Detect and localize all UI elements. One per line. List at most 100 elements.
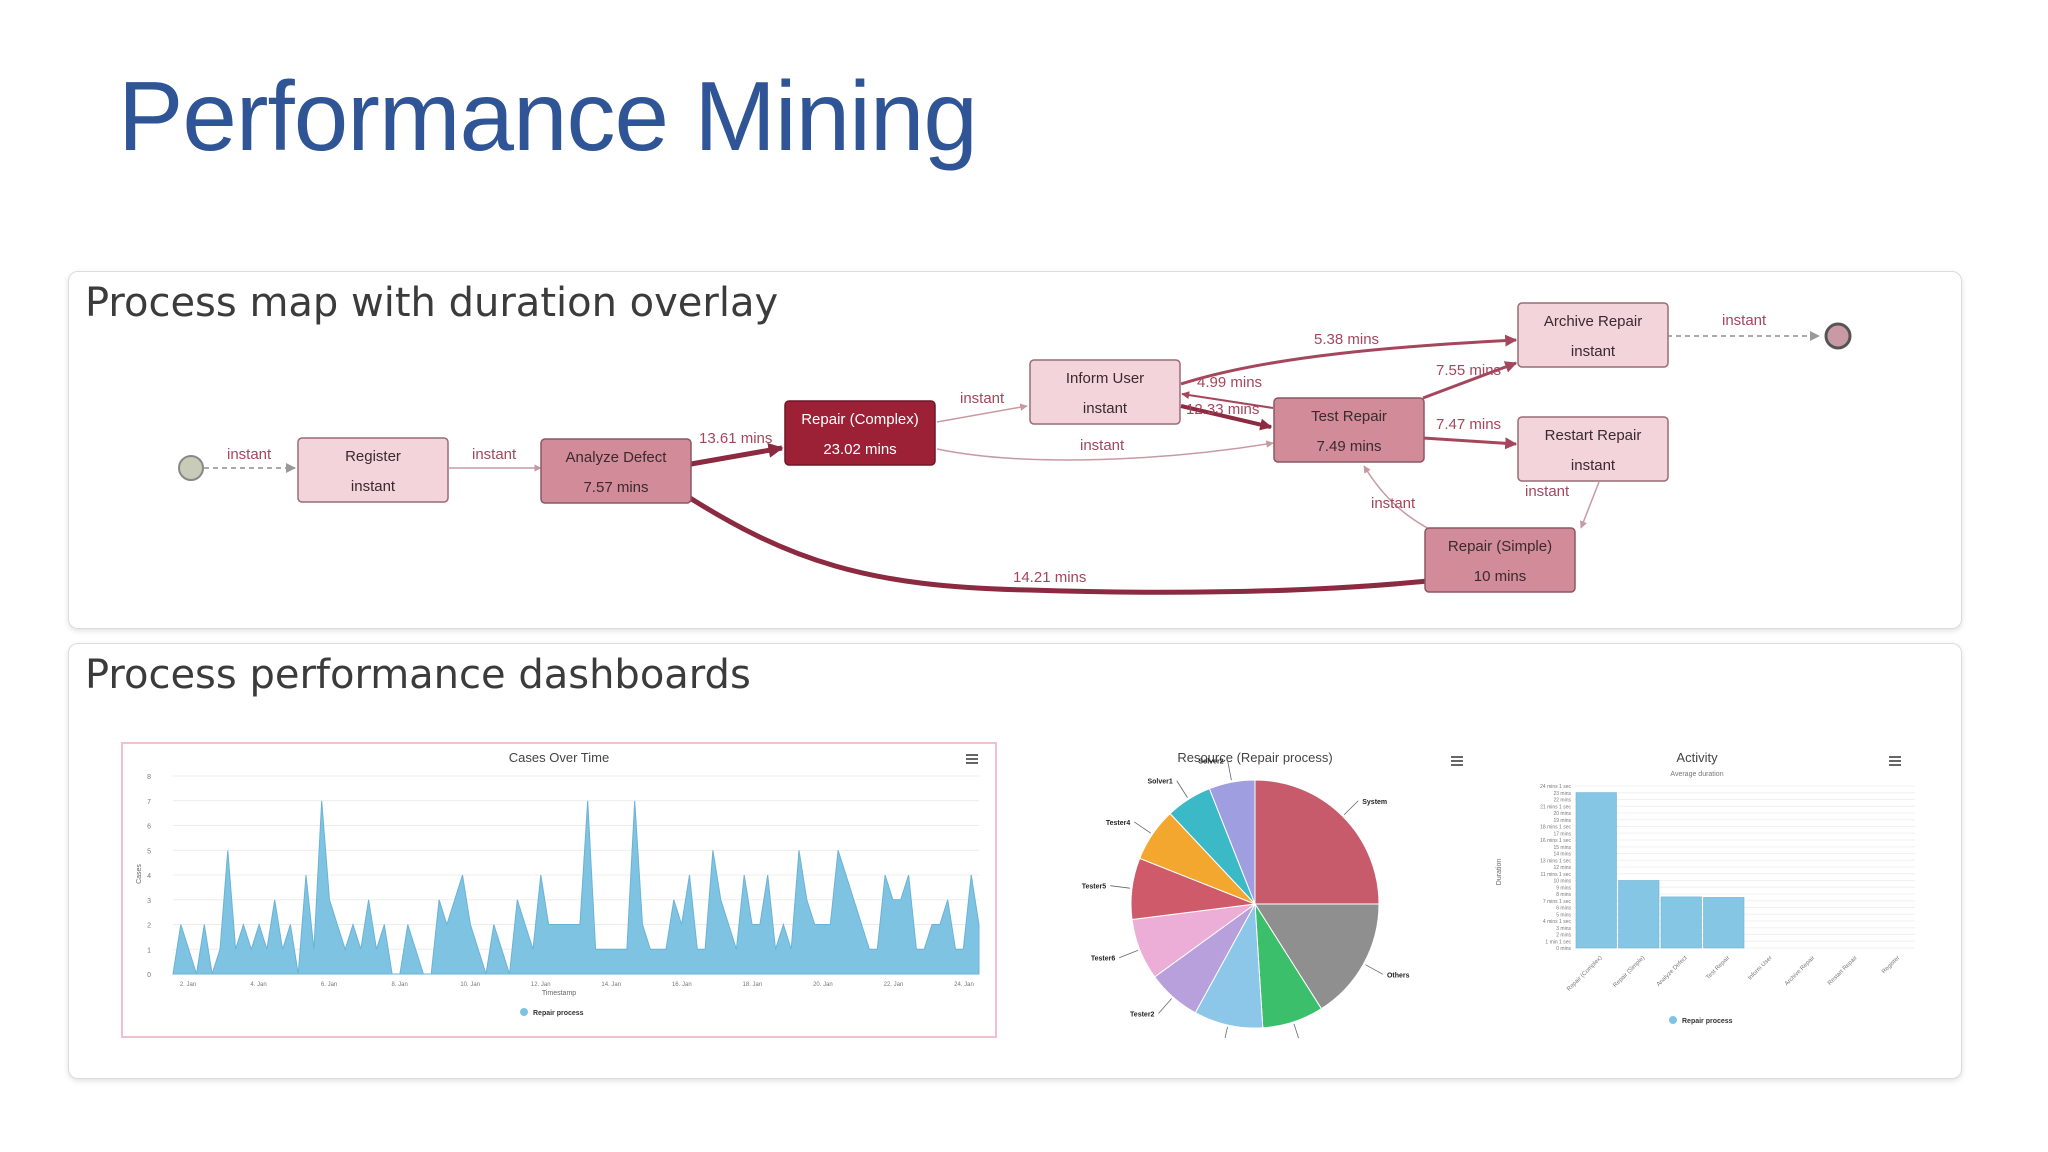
x-tick-label: 14. Jan bbox=[601, 982, 621, 988]
y-tick-label: 18 mins 1 sec bbox=[1540, 825, 1571, 831]
x-tick-label: 6. Jan bbox=[321, 982, 337, 988]
y-tick-label: 7 bbox=[147, 799, 151, 806]
y-tick-label: 6 mins bbox=[1556, 906, 1571, 912]
y-tick-label: 0 mins bbox=[1556, 946, 1571, 952]
edge-restart-simple bbox=[1579, 481, 1600, 529]
hamburger-menu-icon[interactable] bbox=[1889, 756, 1901, 766]
bar-repair-complex-[interactable] bbox=[1575, 792, 1617, 949]
y-tick-label: 23 mins bbox=[1553, 791, 1571, 797]
end-event bbox=[1824, 322, 1852, 350]
dashboards-heading: Process performance dashboards bbox=[85, 652, 751, 698]
pie-slice-others[interactable] bbox=[1254, 903, 1380, 1010]
edge-label: instant bbox=[1722, 312, 1767, 329]
resource-pie-chart: Resource (Repair process) SystemOthersTe… bbox=[1039, 742, 1475, 1038]
edge-label: 5.38 mins bbox=[1314, 331, 1379, 348]
edge-labels: instant instant 13.61 mins instant insta… bbox=[227, 312, 1767, 586]
chart-title: Activity bbox=[1676, 750, 1718, 765]
pie-label: Tester4 bbox=[1106, 820, 1130, 827]
svg-text:Inform User: Inform User bbox=[1066, 370, 1144, 387]
svg-text:Archive Repair: Archive Repair bbox=[1544, 313, 1642, 330]
y-tick-label: 12 mins bbox=[1553, 865, 1571, 871]
y-axis-label: Duration bbox=[1496, 859, 1503, 886]
x-tick-label: 16. Jan bbox=[672, 982, 692, 988]
edge-label: 7.47 mins bbox=[1436, 416, 1501, 433]
svg-text:Test Repair: Test Repair bbox=[1311, 408, 1387, 425]
edge-analyze-simple bbox=[677, 488, 1491, 595]
svg-text:instant: instant bbox=[1571, 457, 1616, 474]
pie-label-connector bbox=[1224, 1026, 1228, 1038]
y-tick-label: 11 mins 1 sec bbox=[1541, 872, 1572, 878]
y-tick-label: 13 mins 1 sec bbox=[1540, 858, 1571, 864]
hamburger-menu-icon[interactable] bbox=[1451, 756, 1463, 766]
process-node-test-repair[interactable]: Test Repair 7.49 mins bbox=[1273, 397, 1425, 463]
svg-text:10 mins: 10 mins bbox=[1474, 568, 1527, 585]
x-tick-label: 2. Jan bbox=[180, 982, 196, 988]
pie-label-connector bbox=[1365, 964, 1384, 975]
pie-label: System bbox=[1362, 799, 1387, 806]
y-tick-label: 1 bbox=[147, 947, 151, 954]
bar-repair-simple-[interactable] bbox=[1618, 880, 1660, 949]
y-tick-label: 24 mins 1 sec bbox=[1540, 784, 1571, 790]
pie-label-connector bbox=[1293, 1023, 1299, 1038]
process-node-analyze-defect[interactable]: Analyze Defect 7.57 mins bbox=[540, 438, 692, 504]
x-tick-label: 24. Jan bbox=[954, 982, 974, 988]
pie-label-connector bbox=[1343, 800, 1359, 816]
y-tick-label: 7 mins 1 sec bbox=[1543, 899, 1572, 905]
edge-label: instant bbox=[960, 390, 1005, 407]
pie-slice-solver2[interactable] bbox=[1208, 779, 1256, 905]
pie-slice-system[interactable] bbox=[1254, 779, 1380, 905]
pie-label: Tester2 bbox=[1130, 1012, 1154, 1019]
process-node-inform-user[interactable]: Inform User instant bbox=[1029, 359, 1181, 425]
y-tick-label: 8 bbox=[147, 774, 151, 781]
y-axis-label: Cases bbox=[136, 864, 143, 884]
y-tick-label: 15 mins bbox=[1553, 845, 1571, 851]
svg-text:Repair (Simple): Repair (Simple) bbox=[1448, 538, 1552, 555]
pie-label-connector bbox=[1176, 780, 1188, 798]
svg-text:instant: instant bbox=[1571, 343, 1616, 360]
process-map-card: Process map with duration overlay bbox=[68, 271, 1962, 629]
x-tick-label: 20. Jan bbox=[813, 982, 833, 988]
pie-label: Solver2 bbox=[1198, 759, 1223, 766]
edge-complex-inform bbox=[936, 403, 1028, 423]
y-tick-label: 20 mins bbox=[1553, 811, 1571, 817]
y-tick-label: 9 mins bbox=[1556, 885, 1571, 891]
edge-label: instant bbox=[227, 446, 272, 463]
y-tick-label: 0 bbox=[147, 972, 151, 979]
svg-text:Restart Repair: Restart Repair bbox=[1545, 427, 1642, 444]
edge-inform-test bbox=[1180, 404, 1273, 431]
y-tick-label: 17 mins bbox=[1553, 831, 1571, 837]
y-tick-label: 2 bbox=[147, 923, 151, 930]
bar-analyze-defect[interactable] bbox=[1660, 896, 1702, 949]
legend-marker bbox=[1669, 1016, 1677, 1024]
process-node-register[interactable]: Register instant bbox=[297, 437, 449, 503]
hamburger-menu-icon[interactable] bbox=[966, 754, 978, 764]
process-node-repair-complex[interactable]: Repair (Complex) 23.02 mins bbox=[784, 400, 936, 466]
x-axis-label: Timestamp bbox=[542, 990, 576, 997]
edge-label: 14.21 mins bbox=[1013, 569, 1086, 586]
pie-label-connector bbox=[1227, 760, 1232, 781]
process-node-archive-repair[interactable]: Archive Repair instant bbox=[1517, 302, 1669, 368]
dashboards-card: Process performance dashboards Cases Ove… bbox=[68, 643, 1962, 1079]
process-map-diagram: instant instant 13.61 mins instant insta… bbox=[178, 302, 1852, 595]
y-tick-label: 22 mins bbox=[1553, 798, 1571, 804]
pie-label-connector bbox=[1158, 998, 1172, 1014]
process-node-restart-repair[interactable]: Restart Repair instant bbox=[1517, 416, 1669, 482]
y-tick-label: 8 mins bbox=[1556, 892, 1571, 898]
edge-label: 13.61 mins bbox=[699, 430, 772, 447]
legend-label[interactable]: Repair process bbox=[1682, 1018, 1733, 1025]
svg-text:Repair (Complex): Repair (Complex) bbox=[801, 411, 919, 428]
y-tick-label: 3 mins bbox=[1556, 926, 1571, 932]
legend-label[interactable]: Repair process bbox=[533, 1010, 584, 1017]
y-tick-label: 5 bbox=[147, 848, 151, 855]
x-tick-label: 22. Jan bbox=[884, 982, 904, 988]
pie-label-connector bbox=[1119, 950, 1138, 959]
bar-test-repair[interactable] bbox=[1703, 897, 1745, 949]
edge-label: instant bbox=[1080, 437, 1125, 454]
y-tick-label: 6 bbox=[147, 824, 151, 831]
edge-label: instant bbox=[472, 446, 517, 463]
cases-area-series bbox=[172, 800, 980, 975]
process-node-repair-simple[interactable]: Repair (Simple) 10 mins bbox=[1424, 527, 1576, 593]
edge-complex-test bbox=[936, 440, 1274, 461]
x-tick-label: 18. Jan bbox=[743, 982, 763, 988]
